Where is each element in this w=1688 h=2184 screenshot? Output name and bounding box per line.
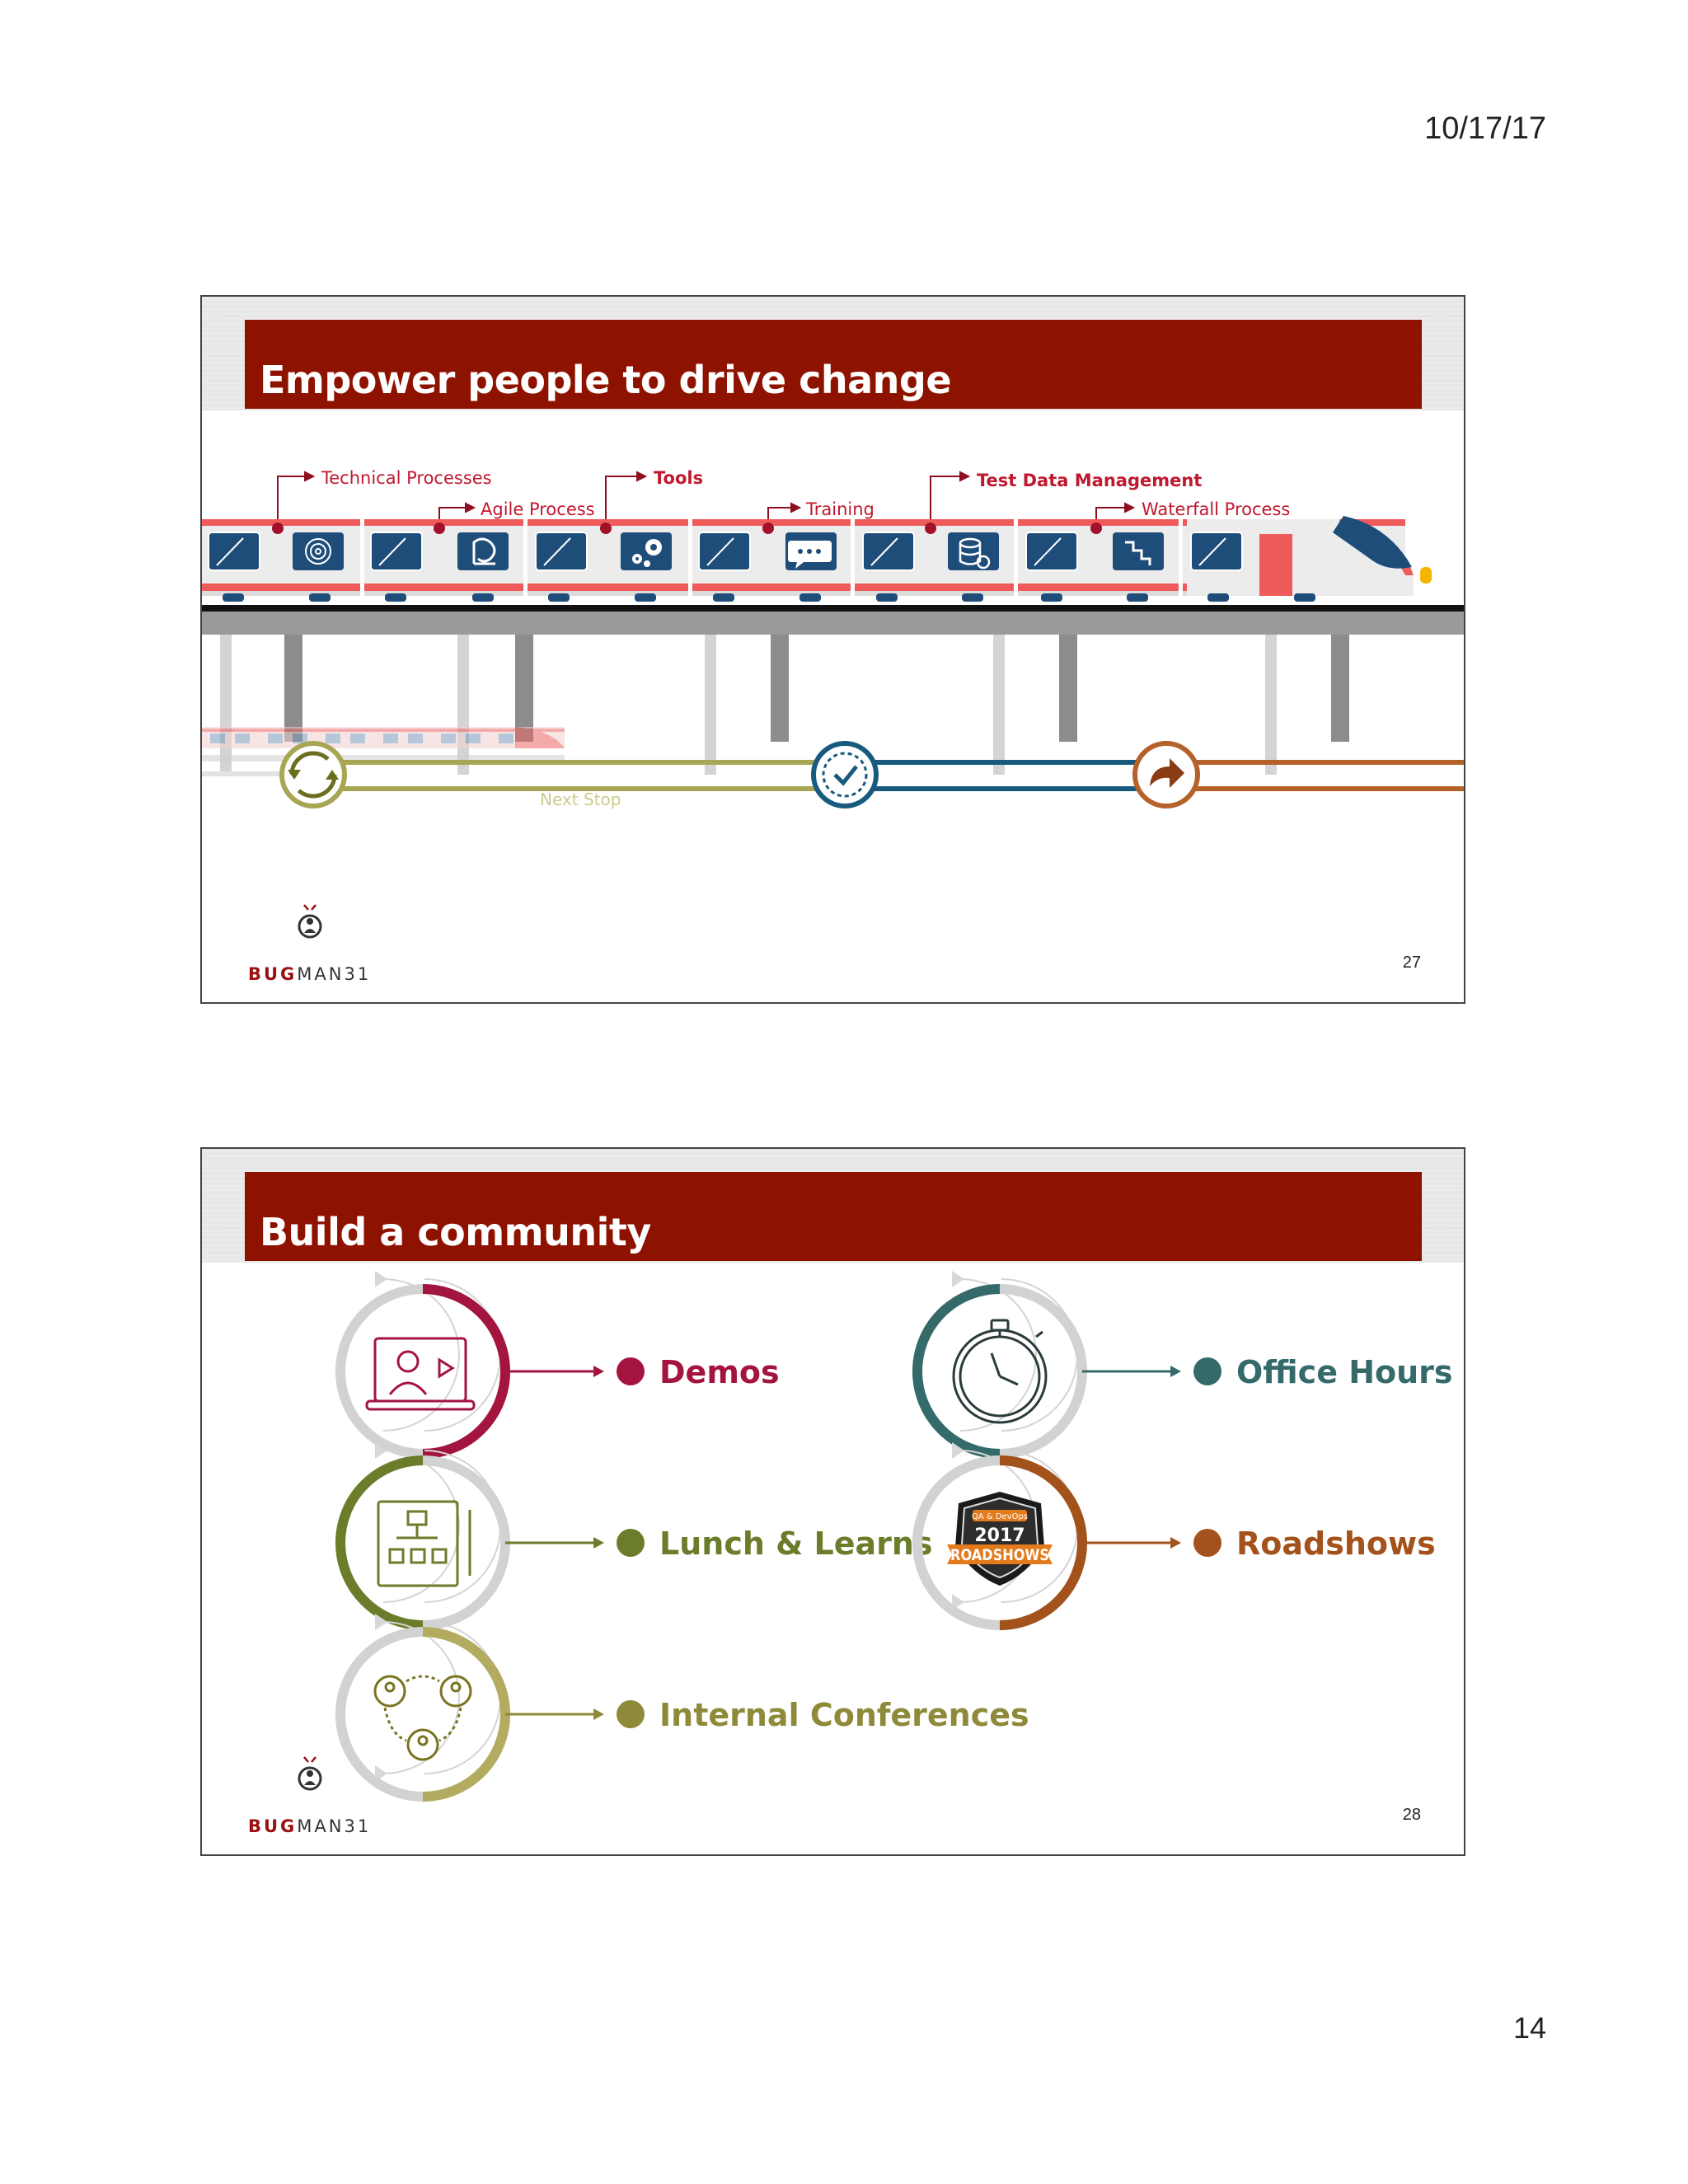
refresh-icon [279, 741, 347, 808]
slide-title: Empower people to drive change [260, 358, 952, 402]
label-tools-text: Tools [654, 468, 703, 488]
logo-wordmark: BUGMAN31 [248, 964, 371, 984]
logo-word-bug: BUG [248, 964, 298, 984]
waterfall-steps-icon [1125, 541, 1151, 565]
check-icon [811, 741, 879, 808]
slide-27: Empower people to drive change Technical… [200, 295, 1465, 1004]
bug-icon [298, 904, 322, 939]
roadshow-badge-icon: QA & DevOps 2017 ROADSHOWS [947, 1492, 1053, 1586]
slide-28: Build a community Demos [200, 1147, 1465, 1856]
bug-icon [298, 1756, 322, 1791]
train-illustration: Technical Processes Agile Process Tools … [202, 468, 1464, 809]
conferences-label: Internal Conferences [659, 1697, 1029, 1733]
background-train [202, 727, 565, 762]
slide-number: 28 [1402, 1806, 1421, 1824]
conferences-group [335, 1614, 645, 1802]
bugman31-logo: BUGMAN31 [248, 1754, 388, 1836]
lunch-group [335, 1442, 645, 1630]
bugman31-logo: BUGMAN31 [248, 902, 388, 984]
logo-word-man31: MAN31 [297, 1816, 372, 1836]
stopwatch-icon [952, 1319, 1048, 1424]
title-bar: Build a community [245, 1172, 1422, 1261]
badge-line1: QA & DevOps [972, 1512, 1028, 1521]
label-technical-processes [277, 471, 316, 528]
label-agile-process-text: Agile Process [481, 499, 595, 519]
logo-wordmark: BUGMAN31 [248, 1816, 371, 1836]
badge-word: ROADSHOWS [950, 1546, 1049, 1564]
gears-icon [632, 539, 662, 567]
forward-icon [1132, 741, 1200, 808]
lunch-label: Lunch & Learns [659, 1526, 933, 1562]
community-diagram: Demos Lunch & Learns [335, 1271, 1453, 1802]
target-icon [305, 538, 331, 565]
slide-title: Build a community [260, 1210, 651, 1254]
page-number: 14 [1512, 2011, 1546, 2045]
whiteboard-icon [377, 1500, 471, 1587]
label-test-data [930, 471, 971, 528]
train-cars [202, 516, 1432, 602]
slide-number: 27 [1402, 954, 1421, 972]
roadshows-group: QA & DevOps 2017 ROADSHOWS [912, 1442, 1221, 1630]
label-tools [605, 471, 648, 528]
page-date: 10/17/17 [1424, 111, 1546, 146]
chat-icon [788, 541, 832, 569]
office-hours-group [912, 1271, 1221, 1459]
office-hours-label: Office Hours [1236, 1354, 1453, 1390]
database-icon [959, 537, 991, 569]
label-test-data-text: Test Data Management [977, 471, 1202, 490]
demos-label: Demos [659, 1354, 780, 1390]
roadshows-label: Roadshows [1236, 1526, 1436, 1562]
badge-year: 2017 [974, 1526, 1025, 1546]
presentation-icon [365, 1337, 476, 1411]
label-technical-processes-text: Technical Processes [321, 468, 492, 488]
route-line [202, 760, 1464, 791]
label-waterfall-text: Waterfall Process [1142, 499, 1290, 519]
next-stop-label: Next Stop [540, 790, 621, 809]
agile-cycle-icon [472, 537, 496, 565]
title-bar: Empower people to drive change [245, 320, 1422, 409]
people-network-icon [373, 1675, 472, 1761]
demos-group [335, 1271, 645, 1459]
logo-word-man31: MAN31 [297, 964, 372, 984]
logo-word-bug: BUG [248, 1816, 298, 1836]
label-training-text: Training [805, 499, 874, 519]
